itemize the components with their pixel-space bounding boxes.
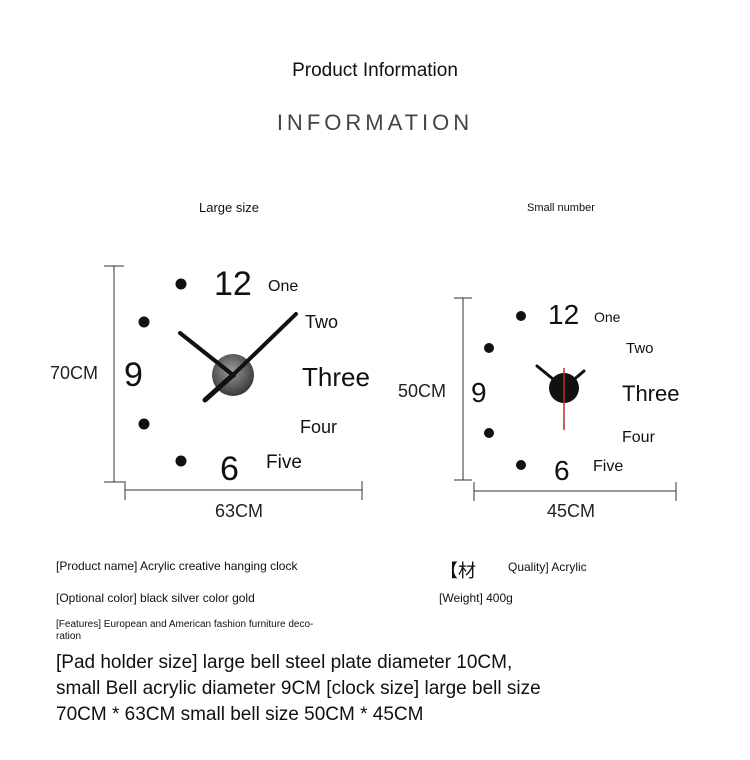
word-three: Three — [302, 362, 370, 392]
spec-product-name: [Product name] Acrylic creative hanging … — [56, 559, 298, 573]
large-width-dimension — [124, 481, 363, 500]
small-clock-diagram: 12 9 6 One Two Three Four Five — [454, 297, 679, 501]
word-three: Three — [622, 381, 679, 406]
word-one: One — [594, 309, 621, 325]
hour-dot — [175, 278, 187, 290]
spec-features-line1: [Features] European and American fashion… — [56, 619, 314, 630]
word-two: Two — [305, 312, 338, 332]
hour-hand — [178, 331, 235, 377]
small-height-label: 50CM — [398, 381, 447, 401]
large-size-label: Large size — [199, 200, 259, 215]
numeral-nine: 9 — [471, 377, 487, 408]
spec-features: [Features] European and American fashion… — [56, 619, 313, 643]
word-four: Four — [300, 417, 337, 437]
word-one: One — [268, 278, 298, 295]
numeral-twelve: 12 — [548, 299, 579, 330]
small-width-label: 45CM — [547, 501, 596, 521]
minute-hand — [562, 369, 586, 390]
hour-dot — [516, 460, 526, 470]
numeral-six: 6 — [554, 455, 570, 486]
small-size-label: Small number — [527, 202, 595, 214]
hour-hand — [535, 364, 566, 390]
spec-material-bracket: 【材 — [440, 561, 476, 581]
hand-tail — [202, 372, 236, 403]
small-height-dimension — [454, 297, 472, 481]
word-five: Five — [593, 458, 623, 475]
page-subtitle: INFORMATION — [276, 110, 474, 135]
spec-optional-color: [Optional color] black silver color gold — [56, 591, 255, 605]
page-title: Product Information — [292, 60, 458, 81]
large-height-label: 70CM — [50, 363, 99, 383]
spec-quality: Quality] Acrylic — [508, 560, 587, 574]
hour-dot — [138, 316, 150, 328]
numeral-six: 6 — [220, 450, 239, 488]
spec-pad-holder-size: [Pad holder size] large bell steel plate… — [56, 652, 541, 725]
hour-dot — [484, 428, 494, 438]
word-two: Two — [626, 340, 654, 357]
numeral-nine: 9 — [124, 356, 143, 394]
large-width-label: 63CM — [215, 501, 264, 521]
word-four: Four — [622, 429, 656, 446]
large-height-dimension — [104, 265, 124, 483]
hour-dot — [138, 418, 150, 430]
minute-hand — [231, 312, 298, 377]
hour-dot — [484, 343, 494, 353]
small-width-dimension — [473, 482, 677, 501]
hour-dot — [175, 455, 187, 467]
spec-features-line2: ration — [56, 631, 82, 642]
hour-dot — [516, 311, 526, 321]
spec-weight: [Weight] 400g — [439, 591, 513, 605]
large-clock-diagram: 12 9 6 One Two Three Four Five — [104, 265, 370, 500]
word-five: Five — [266, 452, 302, 473]
numeral-twelve: 12 — [214, 265, 252, 303]
